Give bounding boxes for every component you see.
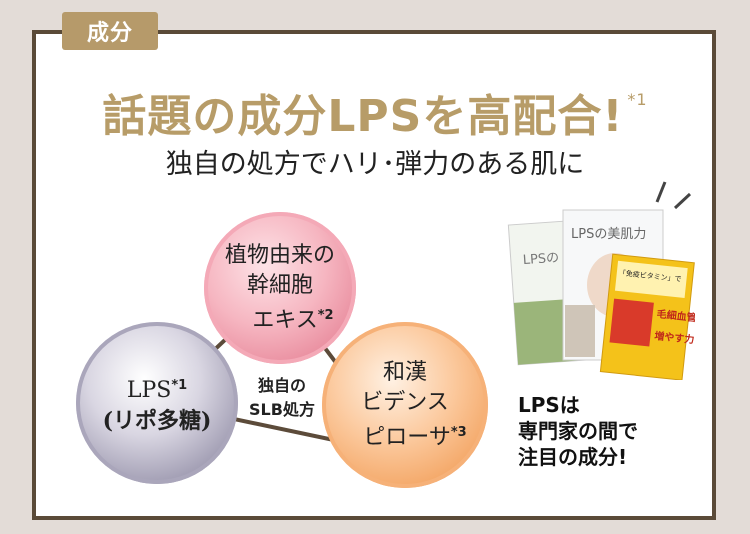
- book-front-line-3: 増やす力: [654, 329, 695, 346]
- circle-right-line-1: 和漢: [382, 359, 427, 385]
- circle-right-note: *3: [450, 424, 467, 440]
- circle-left-line-1: LPS: [126, 377, 172, 403]
- circle-top-note: *2: [317, 307, 334, 323]
- book-main-title: LPSの美肌力: [571, 227, 646, 242]
- caption-line-2: 専門家の間で: [518, 419, 638, 443]
- book-front-line-2: 毛細血管: [656, 307, 695, 324]
- circle-top-line-3: エキス: [252, 307, 318, 333]
- circle-left-line-2: (リポ多糖): [102, 407, 212, 434]
- circle-left-note: *1: [171, 377, 188, 393]
- emphasis-line: [673, 192, 692, 210]
- caption-line-3: 注目の成分!: [518, 445, 628, 469]
- formula-label: 独自の SLB処方: [232, 374, 332, 422]
- circle-top-line-1: 植物由来の: [224, 242, 335, 268]
- headline-text: 話題の成分LPSを高配合!: [102, 91, 624, 142]
- emphasis-line: [655, 181, 667, 203]
- subheadline: 独自の処方でハリ･弾力のある肌に: [165, 149, 585, 180]
- circle-right-line-3-wrap: ピローサ*3: [363, 418, 466, 453]
- book-front: 「免疫ビタミン」で 毛細血管 増やす力: [599, 253, 695, 380]
- circle-top-line-3-wrap: エキス*2: [252, 301, 333, 336]
- ingredient-circle-lps: LPS*1 (リポ多糖): [76, 322, 238, 484]
- headline-note: *1: [627, 90, 648, 109]
- circle-right-line-2: ビデンス: [361, 389, 449, 415]
- circle-left-line-1-wrap: LPS*1: [127, 371, 187, 406]
- circle-right-line-3: ピローサ: [363, 424, 451, 450]
- books-illustration: LPSの LPSの美肌力 「免疫ビタミン」で 毛細血管 増やす力: [507, 181, 695, 380]
- caption-line-1: LPSは: [518, 393, 580, 417]
- formula-line-1: 独自の: [257, 376, 306, 395]
- ingredient-circle-bidens: 和漢 ビデンス ピローサ*3: [322, 322, 488, 488]
- circle-top-line-2: 幹細胞: [246, 272, 313, 298]
- book-back-title: LPSの: [522, 251, 559, 268]
- category-badge: 成分: [62, 12, 158, 50]
- formula-line-2: SLB処方: [249, 400, 315, 419]
- ingredient-circle-stem-cell: 植物由来の 幹細胞 エキス*2: [204, 212, 356, 364]
- headline: 話題の成分LPSを高配合!*1: [0, 80, 750, 144]
- expert-attention-caption: LPSは 専門家の間で 注目の成分!: [518, 392, 698, 470]
